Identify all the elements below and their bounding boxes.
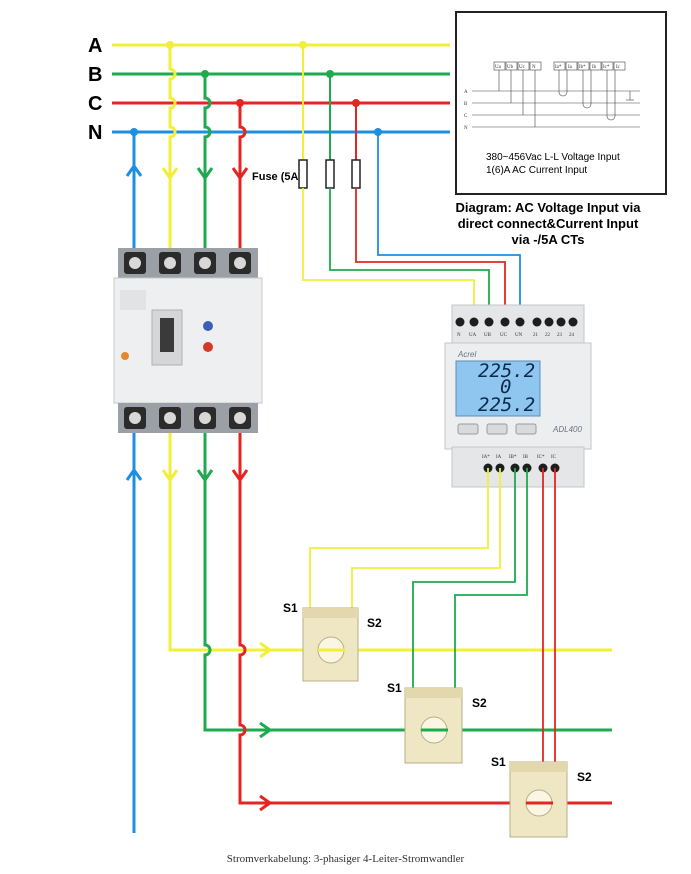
meter-bottom-term-ic-star: IC* [537, 455, 545, 460]
meter-top-term-uc: UC [500, 333, 508, 338]
inset-row-c: C [464, 114, 468, 119]
caption-line-3: via -/5A CTs [512, 232, 585, 247]
arrow-a-top [161, 167, 179, 181]
voltage-wire-a [302, 188, 475, 320]
inset-row-b: B [464, 102, 468, 107]
inset-term-ib: Ib [592, 65, 597, 70]
phase-b-label: B [88, 64, 102, 86]
drop-wire-c [238, 103, 247, 250]
lcd-reading-1: 225.2 [478, 360, 535, 382]
ct-c-s2-label: S2 [577, 770, 592, 784]
arrow-n-bottom [125, 467, 143, 481]
inset-term-uc: Uc [519, 65, 526, 70]
ct-a-s2-label: S2 [367, 616, 382, 630]
inset-voltage-text: 380~456Vac L-L Voltage Input [486, 152, 620, 163]
inset-schematic: Ua Ub Uc N Ia* Ia Ib* Ib Ic* Ic A B C N … [455, 11, 667, 195]
ct-phase-c [509, 761, 568, 838]
lcd-reading-2: 0 [500, 376, 511, 398]
energy-meter: N UA UB UC UN 21 22 23 24 IA* IA IB* IB … [444, 304, 592, 488]
load-wire-b [203, 433, 270, 732]
ct-c-s1-label: S1 [491, 755, 506, 769]
inset-term-ia: Ia [568, 65, 573, 70]
meter-top-term-22: 22 [545, 333, 551, 338]
ct-phase-b [404, 687, 463, 764]
inset-term-n: N [532, 65, 536, 70]
voltage-wire-c [355, 188, 506, 320]
ct-a-s1-label: S1 [283, 601, 298, 615]
ct-wire-b-s2 [454, 468, 528, 730]
arrow-c-bottom [231, 469, 249, 483]
arrow-a-bottom [161, 469, 179, 483]
arrow-c-top [231, 167, 249, 181]
meter-top-term-ua: UA [469, 333, 477, 338]
junction-dots [130, 41, 382, 136]
phase-a-label: A [88, 35, 102, 57]
meter-bottom-term-ia: IA [496, 455, 502, 460]
footer-caption: Stromverkabelung: 3-phasiger 4-Leiter-St… [226, 853, 465, 865]
ct-b-s1-label: S1 [387, 681, 402, 695]
meter-top-term-23: 23 [557, 333, 563, 338]
fuse-label: Fuse (5A) [252, 171, 302, 183]
inset-current-text: 1(6)A AC Current Input [486, 165, 587, 176]
neutral-label: N [88, 122, 102, 144]
meter-brand: Acrel [457, 350, 476, 359]
ct-b-s2-label: S2 [472, 696, 487, 710]
inset-row-n: N [464, 126, 468, 131]
voltage-wire-n [377, 132, 521, 320]
inset-term-ic-star: Ic* [603, 65, 610, 70]
ct-wire-b-s1 [412, 468, 516, 688]
inset-term-ib-star: Ib* [579, 65, 586, 70]
ct-phase-a [302, 607, 359, 682]
meter-top-term-24: 24 [569, 333, 575, 338]
meter-top-term-un: UN [515, 333, 523, 338]
meter-bottom-term-ib: IB [523, 455, 529, 460]
inset-term-ua: Ua [495, 65, 502, 70]
ct-wire-a-s1 [309, 468, 489, 608]
arrow-b-bottom [196, 469, 214, 483]
meter-top-term-n: N [457, 333, 461, 338]
arrow-n-top [125, 163, 143, 177]
lcd-reading-3: 225.2 [478, 394, 535, 416]
meter-bottom-term-ic: IC [551, 455, 557, 460]
arrow-b-top [196, 167, 214, 181]
fuses [298, 45, 361, 189]
circuit-breaker [113, 248, 263, 433]
inset-term-ub: Ub [507, 65, 514, 70]
caption-line-2: direct connect&Current Input [458, 216, 639, 231]
meter-model: ADL400 [552, 425, 582, 434]
voltage-wire-b [329, 188, 490, 320]
meter-bottom-term-ia-star: IA* [482, 455, 490, 460]
meter-top-term-21: 21 [533, 333, 539, 338]
inset-row-a: A [464, 90, 468, 95]
load-wire-c [238, 433, 270, 805]
inset-term-ic: Ic [616, 65, 621, 70]
meter-top-term-ub: UB [484, 333, 492, 338]
meter-bottom-term-ib-star: IB* [509, 455, 517, 460]
load-wire-a [168, 433, 270, 652]
phase-c-label: C [88, 93, 102, 115]
caption-line-1: Diagram: AC Voltage Input via [456, 200, 642, 215]
drop-wire-a [168, 45, 177, 250]
inset-term-ia-star: Ia* [555, 65, 562, 70]
drop-wire-b [203, 74, 212, 250]
